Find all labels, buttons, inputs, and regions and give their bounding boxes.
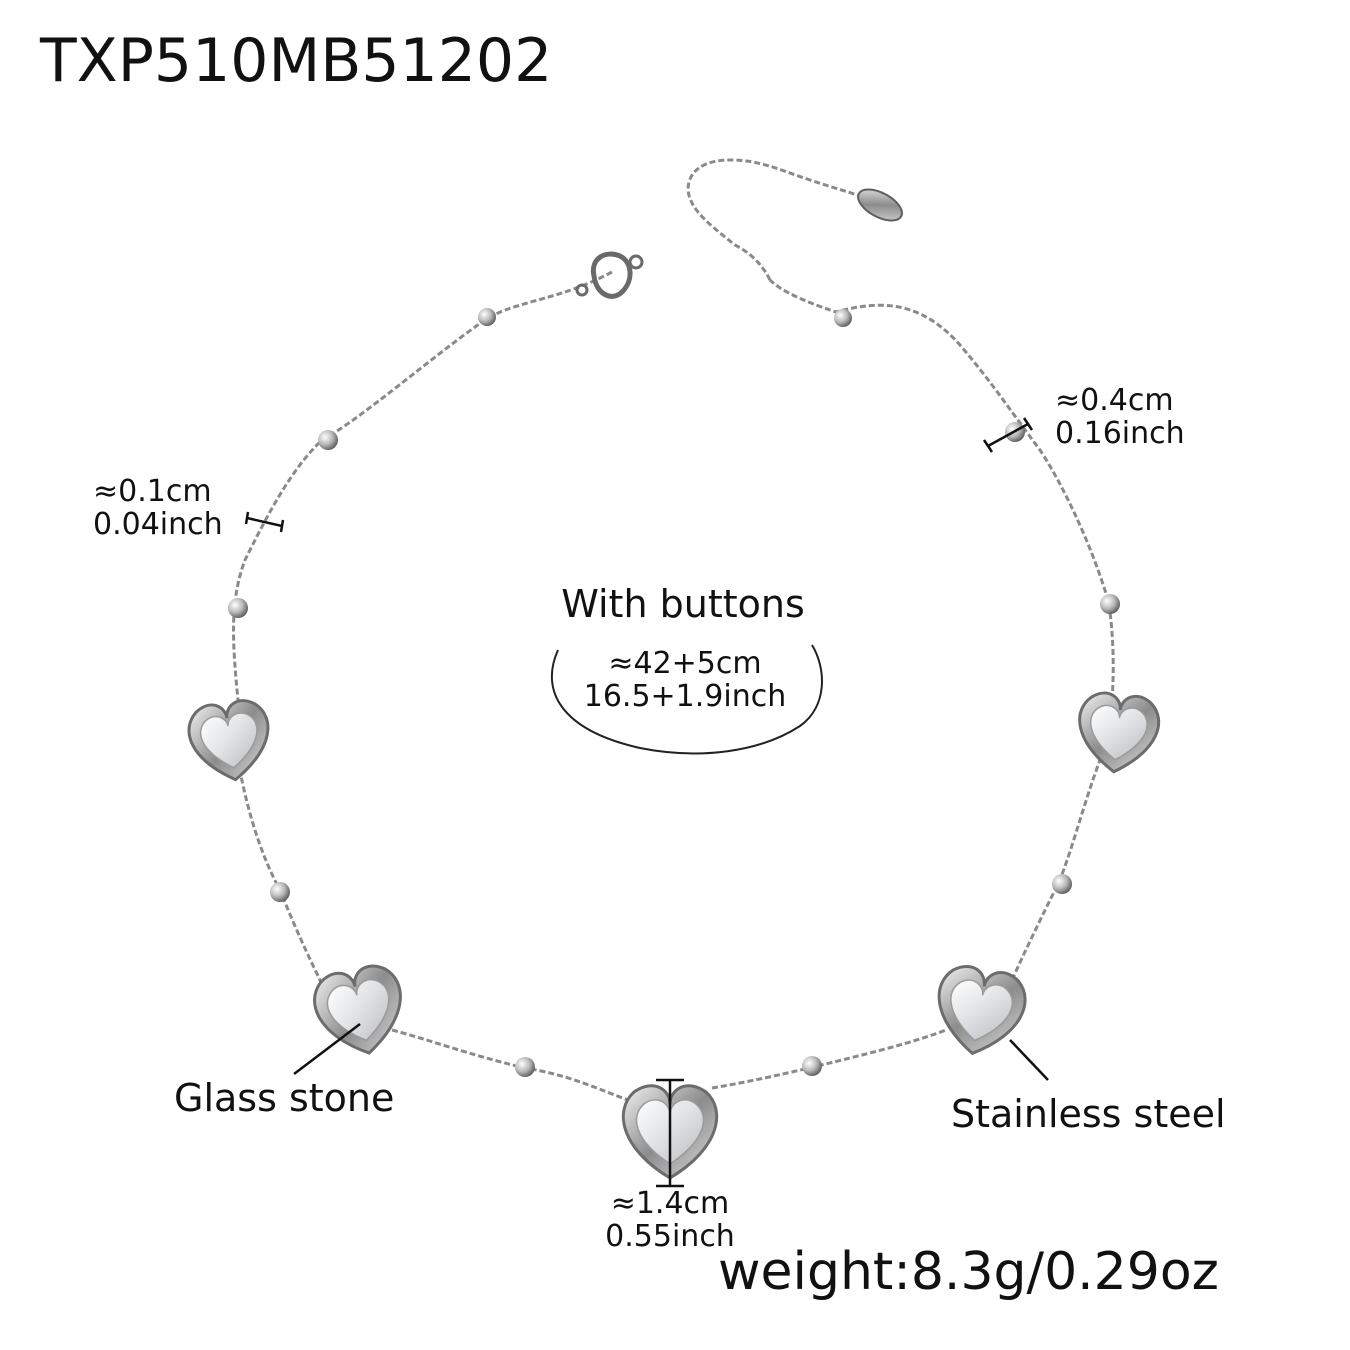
bead-size-inch: 0.16inch <box>1055 416 1185 451</box>
chain <box>232 158 1115 1102</box>
chain-width-block: ≈0.1cm 0.04inch <box>93 475 223 541</box>
heart-charm-left-lower <box>313 964 402 1055</box>
heart-charms <box>187 691 1161 1180</box>
length-cm: ≈42+5cm <box>608 646 762 681</box>
weight-label: weight:8.3g/0.29oz <box>718 1242 1219 1302</box>
bead-size-cm: ≈0.4cm <box>1055 383 1174 418</box>
extender-tag-icon <box>857 188 903 222</box>
heart-charm-right-upper <box>1078 691 1161 774</box>
lobster-clasp-icon <box>575 251 644 299</box>
stainless-steel-label: Stainless steel <box>951 1092 1226 1136</box>
length-oval <box>550 644 823 755</box>
length-inch: 16.5+1.9inch <box>583 679 787 714</box>
heart-size-cm: ≈1.4cm <box>610 1186 730 1221</box>
chain-width-inch: 0.04inch <box>93 507 223 542</box>
glass-stone-label: Glass stone <box>174 1076 395 1120</box>
heart-charm-left-upper <box>187 699 270 782</box>
product-sku: TXP510MB51202 <box>40 26 553 96</box>
length-block: ≈42+5cm 16.5+1.9inch <box>560 647 810 713</box>
with-buttons-title: With buttons <box>561 582 805 626</box>
bead-size-block: ≈0.4cm 0.16inch <box>1055 384 1185 450</box>
heart-size-block: ≈1.4cm 0.55inch <box>580 1187 760 1253</box>
heart-charm-right-lower <box>937 965 1027 1056</box>
chain-width-cm: ≈0.1cm <box>93 474 212 509</box>
dimension-markers <box>244 417 1049 1188</box>
heart-size-inch: 0.55inch <box>605 1219 735 1254</box>
